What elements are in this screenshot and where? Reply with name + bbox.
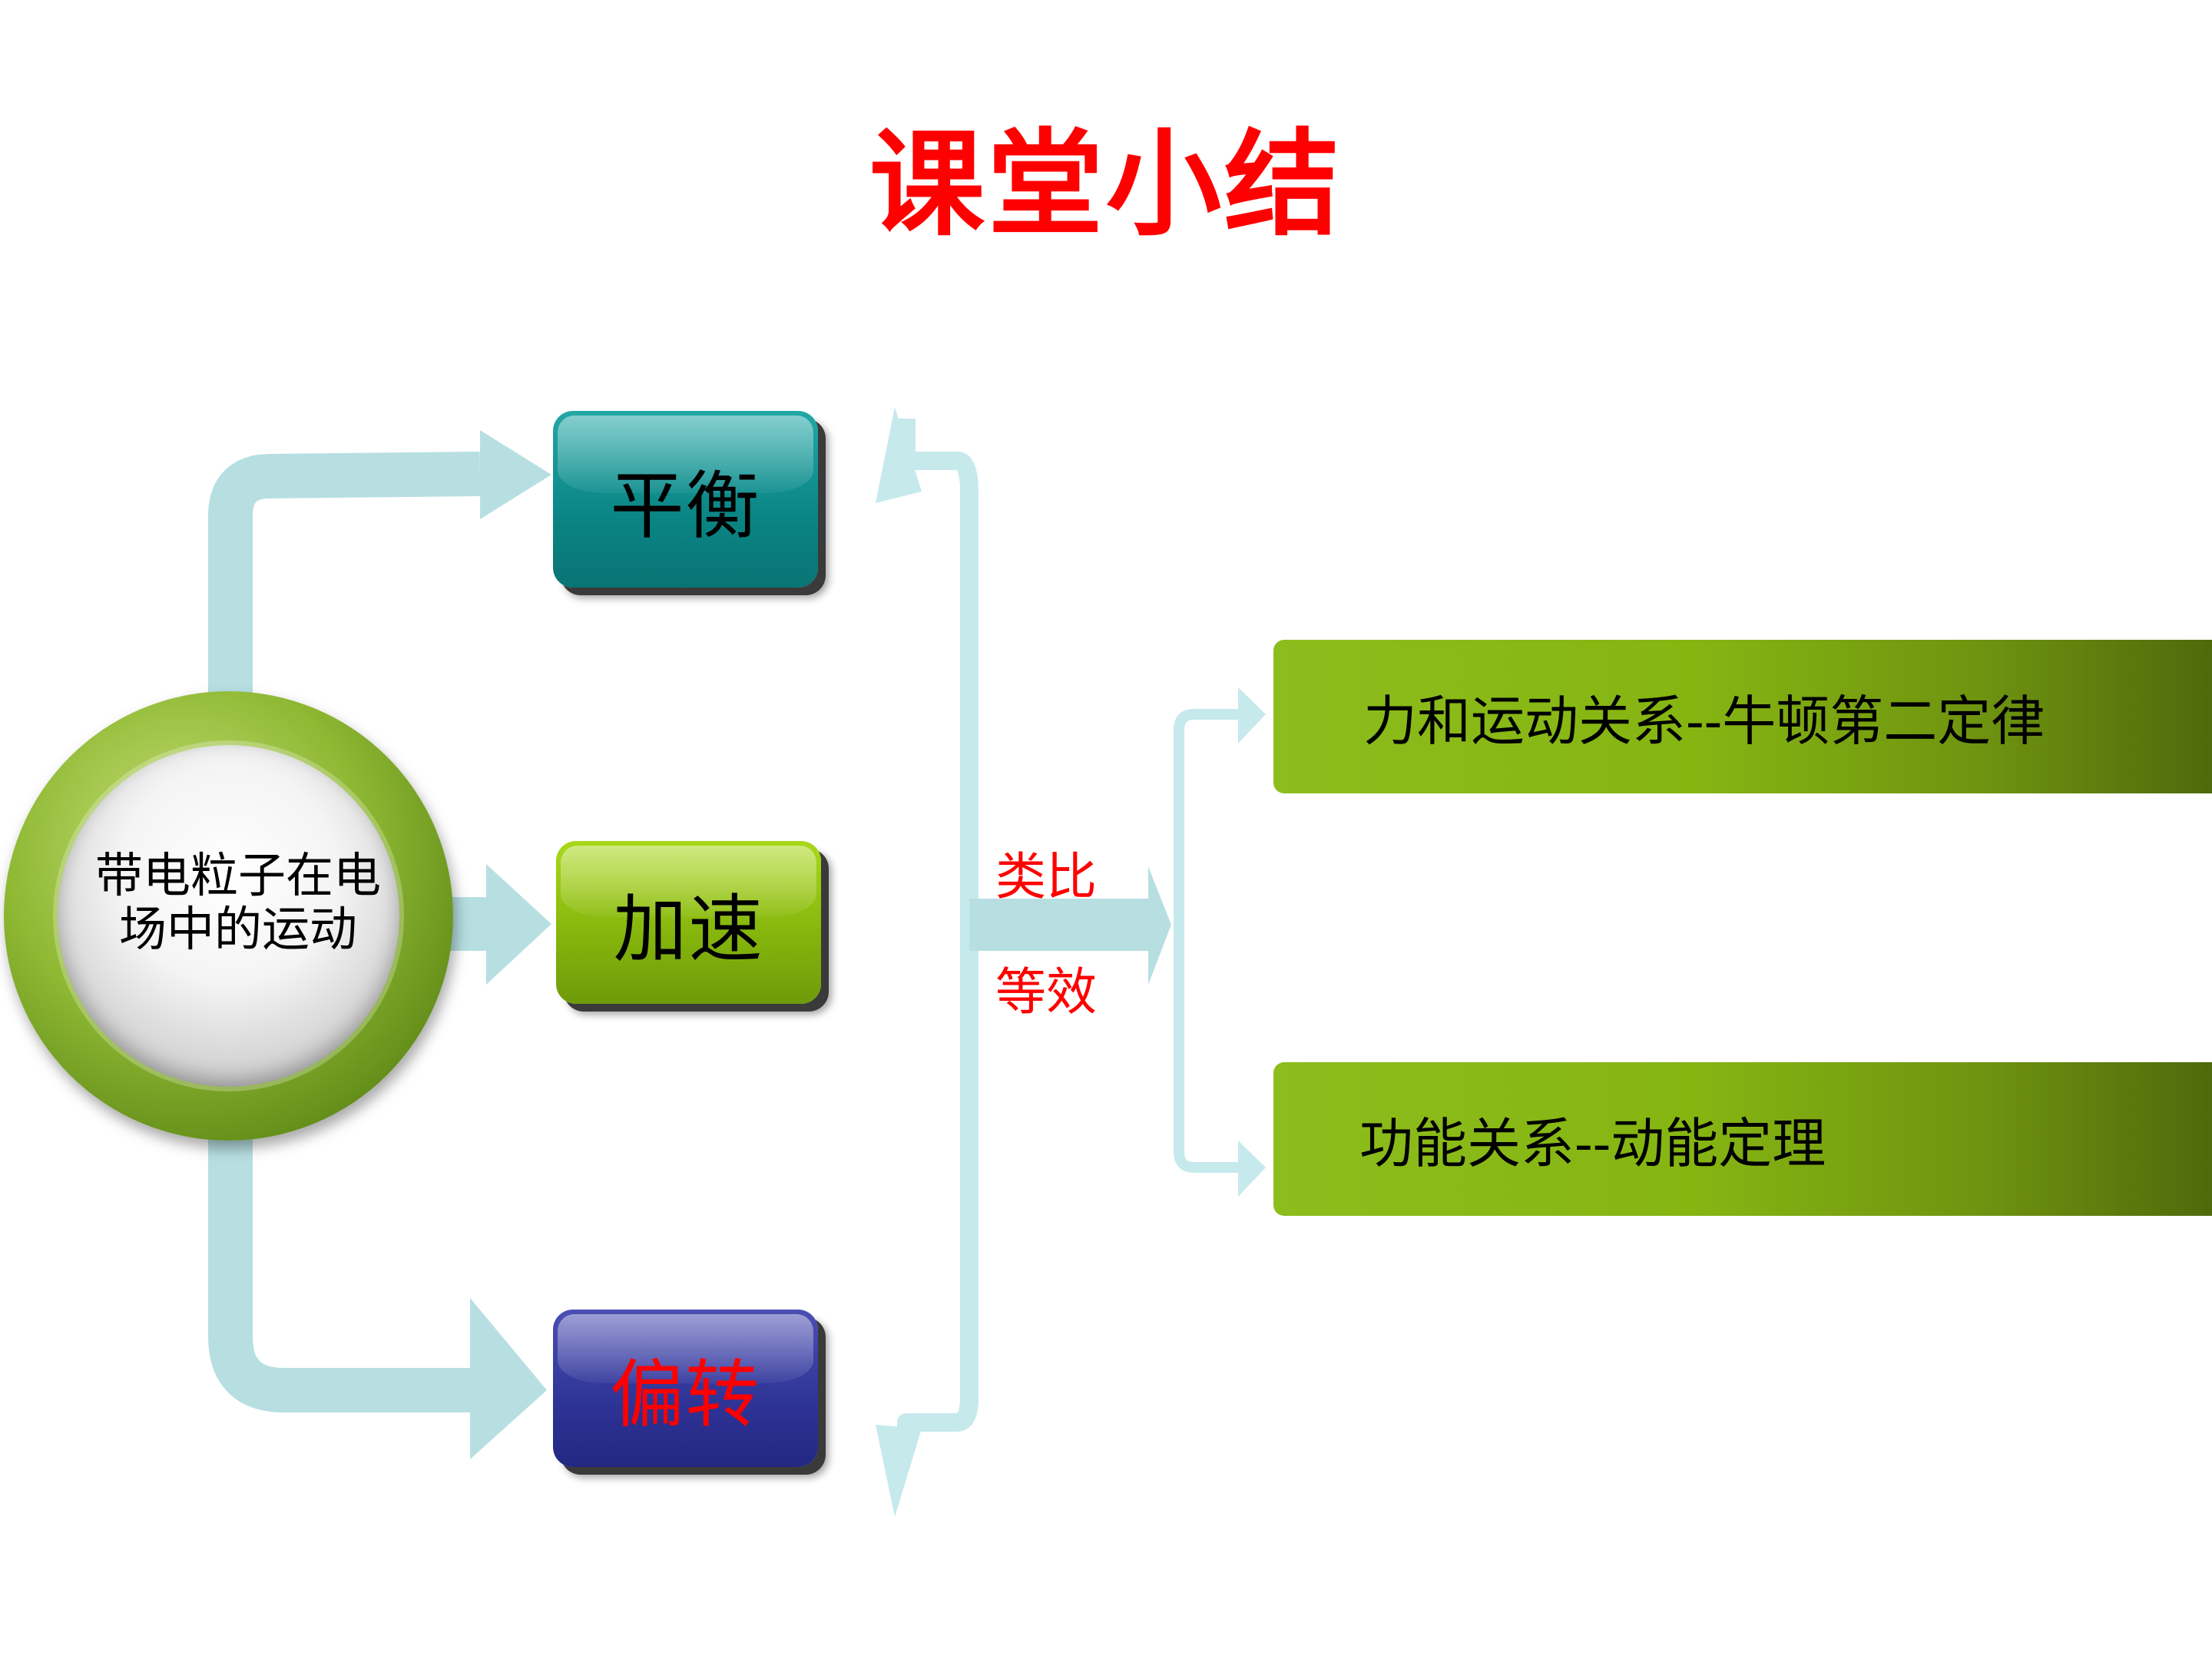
category-balance-label: 平衡 [610, 462, 761, 549]
central-node-line-2: 场中的运动 [118, 901, 357, 957]
method-newton: 力和运动关系--牛顿第二定律 [1273, 640, 2212, 793]
method-energy: 功能关系--动能定理 [1273, 1062, 2212, 1216]
arrow-to-balance [208, 452, 481, 707]
center-arrow-shaft [969, 899, 1157, 951]
central-node-label: 带电粒子在电 场中的运动 [15, 849, 461, 956]
bracket-arrow [897, 419, 979, 1436]
arrow-head-deflection [470, 1298, 547, 1459]
central-node-core [58, 745, 399, 1087]
category-acceleration-label: 加速 [613, 886, 764, 972]
central-node [4, 691, 453, 1141]
center-arrow-head [1148, 866, 1171, 985]
category-deflection: 偏转 [553, 1310, 818, 1467]
central-node-line-1: 带电粒子在电 [94, 847, 381, 903]
arrow-head-acceleration [486, 864, 551, 985]
arrow-to-acceleration [449, 897, 488, 951]
bracket-head-bottom [876, 1425, 922, 1517]
method-newton-label: 力和运动关系--牛顿第二定律 [1363, 689, 2045, 753]
method-energy-label: 功能关系--动能定理 [1359, 1111, 1826, 1175]
category-acceleration: 加速 [556, 841, 821, 1004]
analogy-label: 类比 [995, 847, 1097, 906]
category-deflection-label: 偏转 [610, 1352, 761, 1438]
arrow-to-deflection [208, 1137, 476, 1412]
category-balance: 平衡 [553, 411, 818, 588]
fork-head-top [1238, 687, 1266, 743]
page-title: 课堂小结 [869, 117, 1343, 252]
bracket-head-top [876, 407, 922, 503]
fork-head-bottom [1238, 1141, 1266, 1197]
equivalence-label: 等效 [995, 962, 1097, 1022]
fork-arrow [1174, 709, 1244, 1173]
arrow-head-balance [480, 430, 551, 519]
